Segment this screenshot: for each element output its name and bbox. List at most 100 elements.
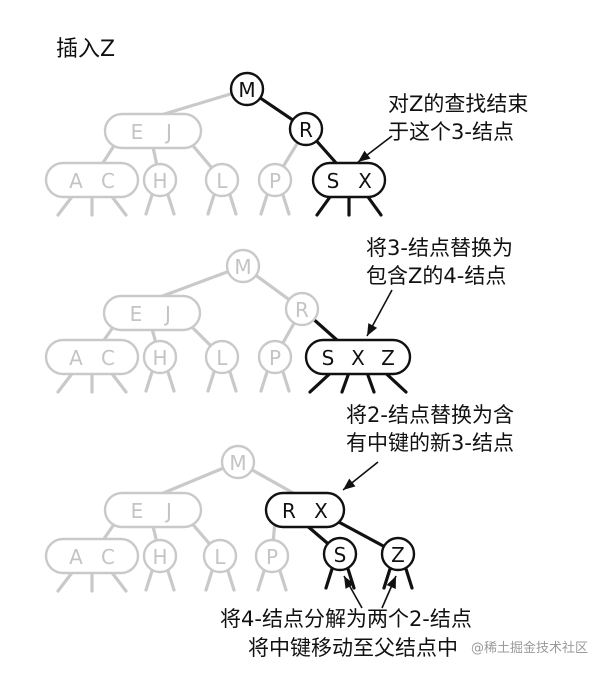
p3-node-l [202, 538, 238, 574]
p2-node-r-key: R [295, 298, 309, 322]
watermark: @稀土掘金技术社区 [471, 640, 588, 656]
p1-fan-p-link-1 [281, 192, 291, 216]
p2-node-ac-key: C [101, 346, 115, 370]
p2-fan-p-link-1 [281, 369, 291, 393]
p1-node-h [142, 162, 178, 198]
arrows-layer [342, 135, 397, 609]
p3-caption-bottom-line-2: 将中键移动至父结点中 [248, 636, 458, 660]
p1-node-m [229, 71, 265, 107]
p3-node-rx-key: R [282, 499, 296, 523]
p2-arrow-head [367, 323, 378, 336]
p3-fan-ac-link-2 [109, 569, 128, 593]
p1-node-p-key: P [269, 169, 281, 193]
p2-fan-ac-link-2 [109, 370, 128, 394]
p1-node-p [257, 162, 293, 198]
p1-fan-h-link-0 [144, 192, 154, 216]
p1-node-r [288, 111, 324, 147]
p1-node-sx-key: S [327, 169, 340, 193]
captions-layer: 对Z的查找结束于这个3-结点将3-结点替换为包含Z的4-结点将2-结点替换为含有… [220, 92, 528, 660]
p3-fan-s-link-0 [324, 566, 334, 590]
p3-node-p-key: P [266, 545, 278, 569]
p3-caption-line-1: 将2-结点替换为含 [346, 403, 514, 427]
p2-node-ej-key: J [163, 302, 171, 326]
p3-node-ac-key: A [69, 545, 83, 569]
p3-arrow-top-head [343, 478, 356, 490]
p3-node-z-key: Z [391, 543, 405, 567]
p2-node-p [257, 339, 293, 375]
p3-node-p [254, 538, 290, 574]
p2-node-ej-key: E [130, 302, 143, 326]
p1-arrow-head [358, 150, 371, 162]
p2-caption-line-1: 将3-结点替换为 [366, 236, 513, 260]
p2-node-p-key: P [269, 346, 281, 370]
p2-node-l [204, 339, 240, 375]
p1-fan-ac-link-0 [56, 193, 75, 217]
p3-fan-l-link-1 [226, 568, 236, 592]
p1-node-r-key: R [299, 118, 313, 142]
p1-caption-line-1: 对Z的查找结束 [388, 92, 528, 116]
p1-node-ac-key: A [69, 169, 83, 193]
p1-node-ac-key: C [101, 169, 115, 193]
p2-fan-sxz-link-2 [365, 370, 376, 394]
p3-node-rx-key: X [314, 499, 328, 523]
p3-node-z [380, 536, 416, 572]
p1-fan-ac-link-2 [109, 193, 128, 217]
p2-node-ac-key: A [69, 346, 83, 370]
p2-node-sxz [304, 338, 412, 376]
p3-node-ac [44, 537, 140, 575]
p2-fan-sxz-link-1 [340, 370, 351, 394]
p1-node-ej-key: E [131, 120, 144, 144]
p3-node-rx [264, 491, 346, 529]
p2-node-m-key: M [234, 255, 251, 279]
p3-node-s [322, 536, 358, 572]
p1-node-h-key: H [152, 169, 167, 193]
p2-node-r [284, 291, 320, 327]
p3-fan-ac-link-0 [56, 569, 75, 593]
p2-node-ac [44, 338, 140, 376]
p3-fan-z-link-0 [382, 566, 392, 590]
p2-fan-p-link-0 [259, 369, 269, 393]
p1-fan-sx-link-2 [365, 193, 383, 217]
p3-node-h [142, 538, 178, 574]
p1-fan-l-link-1 [228, 192, 238, 216]
p1-node-ac [44, 161, 140, 199]
p2-fan-h-link-0 [144, 369, 154, 393]
p3-node-ac-key: C [101, 545, 115, 569]
p1-node-ej-key: J [164, 120, 172, 144]
p1-node-l-key: L [216, 169, 228, 193]
p2-caption-line-2: 包含Z的4-结点 [366, 264, 506, 288]
p3-arrow-z-head [386, 576, 396, 589]
p3-fan-l-link-0 [204, 568, 214, 592]
p2-fan-h-link-1 [166, 369, 176, 393]
p2-fan-sxz-link-0 [308, 370, 334, 394]
p2-fan-ac-link-0 [56, 370, 75, 394]
p1-fan-h-link-1 [166, 192, 176, 216]
p3-node-ej [103, 491, 203, 529]
p1-node-sx [311, 161, 387, 199]
p3-fan-p-link-1 [278, 568, 288, 592]
p2-node-m [225, 248, 261, 284]
p3-fan-z-link-1 [404, 566, 414, 590]
p2-node-sxz-key: S [322, 346, 335, 370]
p2-node-sxz-key: Z [381, 346, 395, 370]
p3-node-l-key: L [214, 545, 226, 569]
p1-node-l [204, 162, 240, 198]
p1-node-ej [103, 112, 203, 150]
p3-node-h-key: H [152, 545, 167, 569]
p2-fan-l-link-0 [206, 369, 216, 393]
p2-fan-l-link-1 [228, 369, 238, 393]
p3-caption-bottom-a-line-1: 将4-结点分解为两个2-结点 [220, 607, 472, 631]
p3-arrow-s-head [344, 576, 355, 589]
p3-fan-h-link-1 [166, 568, 176, 592]
p1-node-sx-key: X [358, 169, 372, 193]
p2-node-h [142, 339, 178, 375]
p1-fan-p-link-0 [259, 192, 269, 216]
p2-node-sxz-key: X [351, 346, 365, 370]
p1-fan-sx-link-0 [315, 193, 333, 217]
p3-node-ej-key: E [131, 499, 144, 523]
p3-node-ej-key: J [164, 499, 172, 523]
p3-node-m [220, 444, 256, 480]
p1-fan-l-link-0 [206, 192, 216, 216]
diagram-title: 插入Z [56, 37, 115, 62]
